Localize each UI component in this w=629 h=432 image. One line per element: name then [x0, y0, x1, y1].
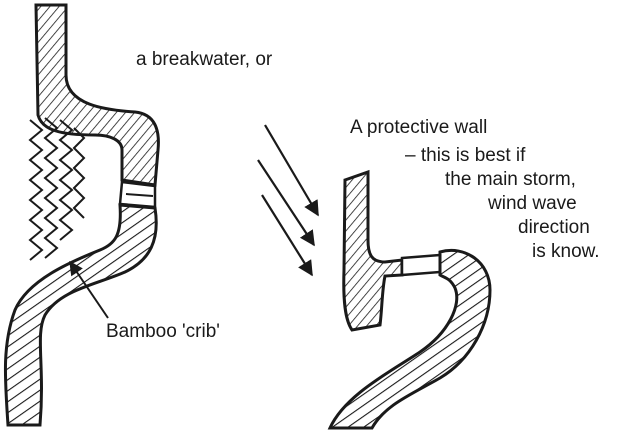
right-bank-upper-wall	[344, 172, 402, 330]
right-bank-gate-gap	[402, 255, 440, 275]
right-bank	[330, 172, 490, 428]
note-line: wind wave	[488, 194, 577, 214]
breakwater-label: a breakwater, or	[136, 50, 272, 70]
wind-arrow-icon	[262, 195, 312, 275]
note-line: – this is best if	[405, 146, 525, 166]
bamboo-crib	[30, 118, 84, 260]
note-line: the main storm,	[445, 170, 576, 190]
bamboo-crib-label: Bamboo 'crib'	[106, 322, 220, 342]
protective-wall-label: A protective wall	[350, 118, 487, 138]
left-bank-top-wall	[36, 5, 158, 185]
wind-arrow-icon	[265, 125, 318, 215]
note-line: is know.	[532, 242, 600, 262]
left-bank-lower-wall	[5, 205, 156, 425]
wind-arrows	[258, 125, 318, 275]
note-line: direction	[518, 218, 590, 238]
